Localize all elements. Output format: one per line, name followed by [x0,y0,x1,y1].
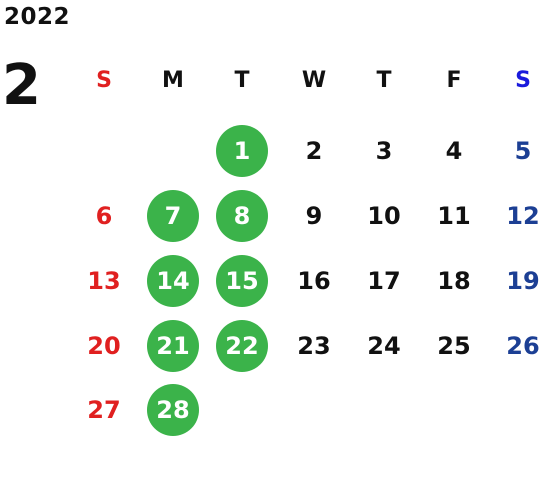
day-cell[interactable]: 20 [87,332,121,360]
day-cell-highlighted[interactable]: 1 [216,125,268,177]
day-cell[interactable]: 11 [437,202,471,230]
day-cell[interactable]: 18 [437,267,471,295]
day-cell[interactable]: 2 [305,137,323,165]
day-cell-highlighted[interactable]: 14 [147,255,199,307]
day-cell-highlighted[interactable]: 28 [147,384,199,436]
day-cell-highlighted[interactable]: 7 [147,190,199,242]
day-cell-highlighted[interactable]: 21 [147,320,199,372]
day-cell-highlighted[interactable]: 8 [216,190,268,242]
day-cell[interactable]: 3 [375,137,393,165]
day-cell[interactable]: 13 [87,267,121,295]
weekday-sun: S [96,68,112,93]
year-label: 2022 [4,4,71,30]
weekday-mon: M [162,68,184,93]
day-cell[interactable]: 4 [445,137,463,165]
weekday-tue: T [234,68,250,93]
day-cell-highlighted[interactable]: 15 [216,255,268,307]
day-cell[interactable]: 9 [305,202,323,230]
weekday-sat: S [515,68,531,93]
day-cell[interactable]: 10 [367,202,401,230]
day-cell[interactable]: 23 [297,332,331,360]
day-cell[interactable]: 16 [297,267,331,295]
day-cell-highlighted[interactable]: 22 [216,320,268,372]
day-cell[interactable]: 5 [514,137,532,165]
day-cell[interactable]: 24 [367,332,401,360]
day-cell[interactable]: 17 [367,267,401,295]
day-cell[interactable]: 12 [506,202,540,230]
day-cell[interactable]: 27 [87,396,121,424]
month-number: 2 [2,53,41,118]
day-cell[interactable]: 26 [506,332,540,360]
weekday-fri: F [446,68,462,93]
weekday-wed: W [301,68,327,93]
day-cell[interactable]: 6 [95,202,113,230]
day-cell[interactable]: 19 [506,267,540,295]
day-cell[interactable]: 25 [437,332,471,360]
weekday-thu: T [376,68,392,93]
